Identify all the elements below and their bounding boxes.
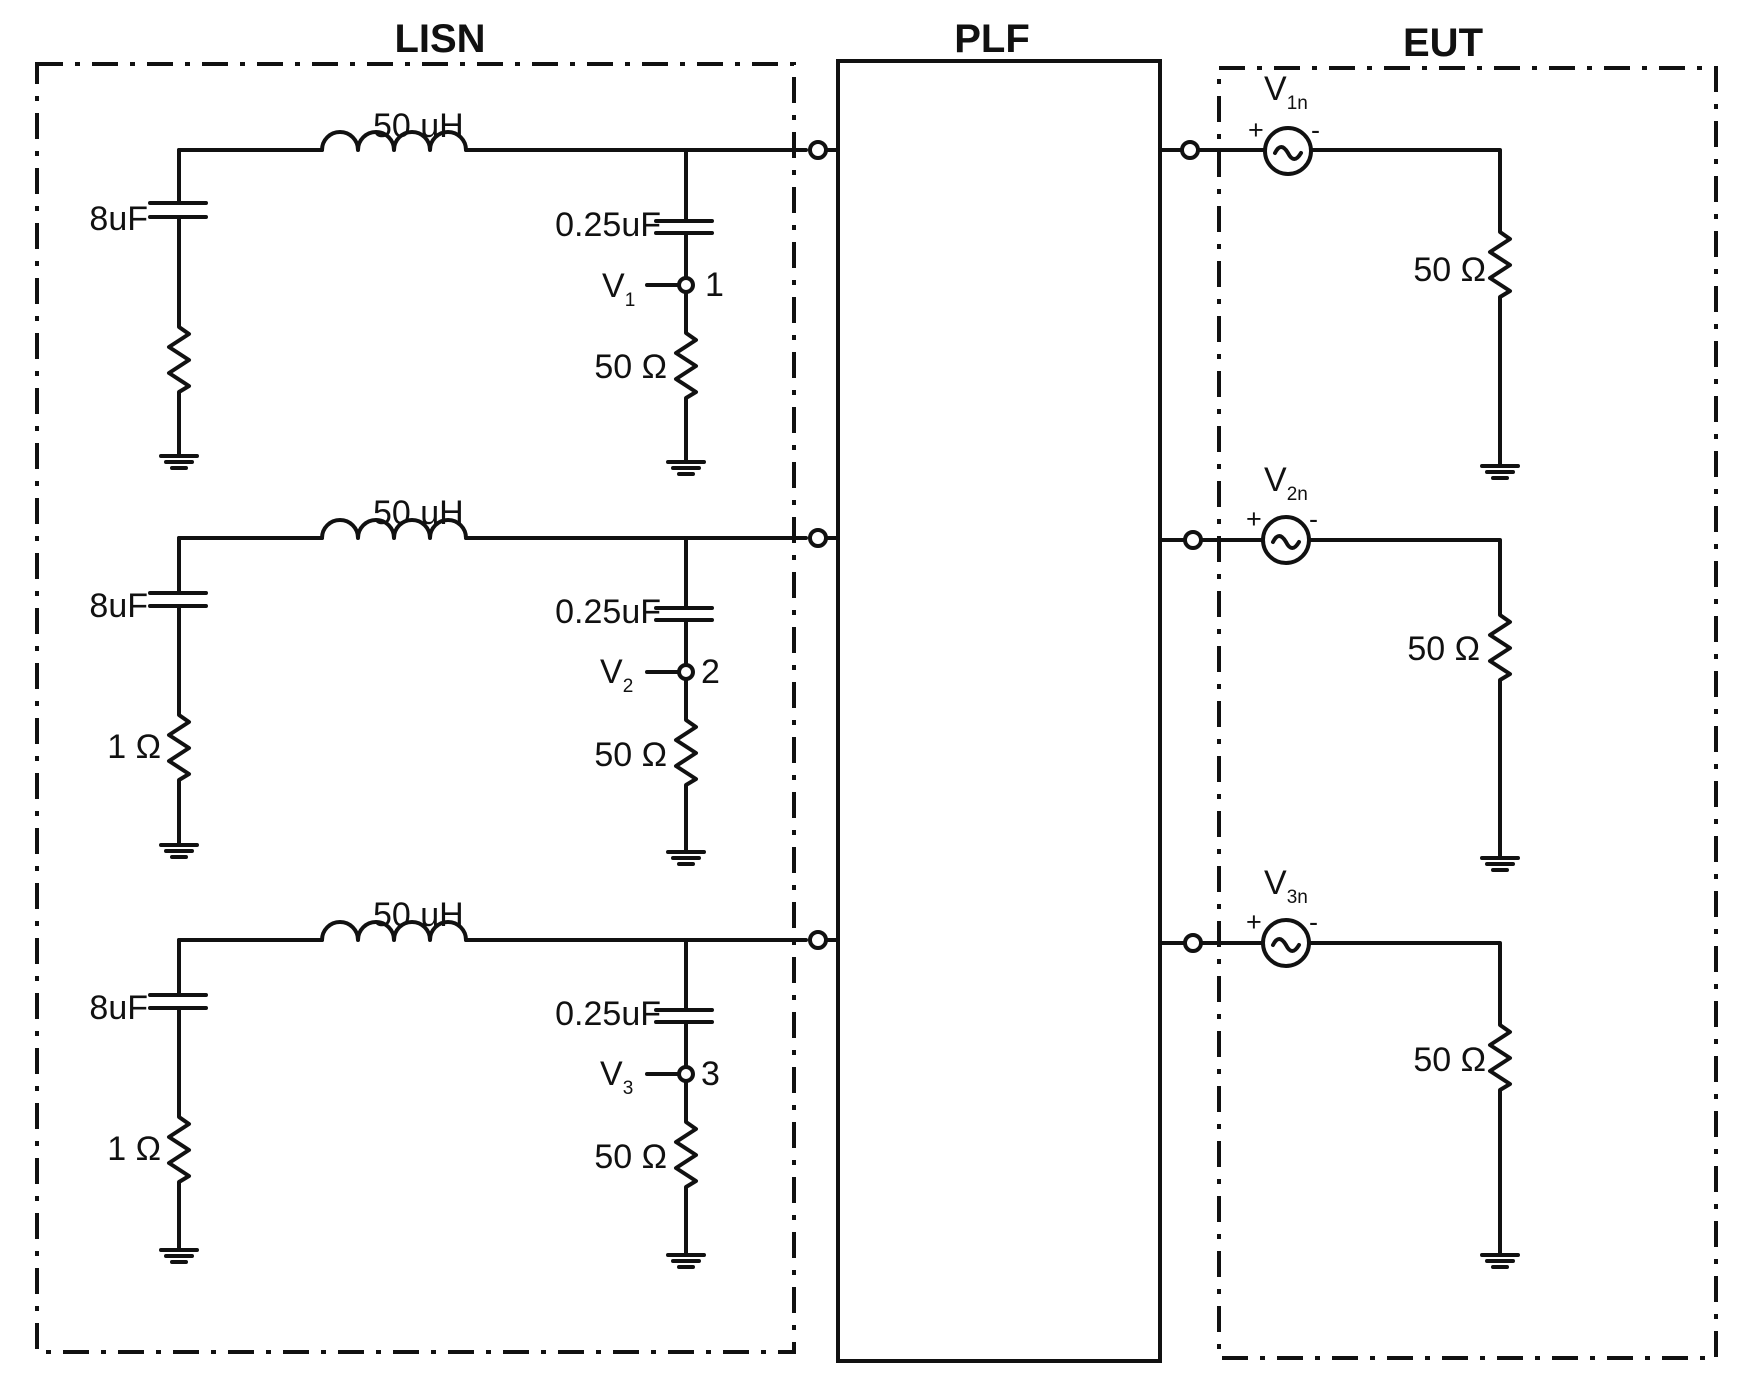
terminal-node (808, 140, 828, 160)
voltage-label: V1 (602, 267, 635, 311)
resistor-label: 50 Ω (594, 1138, 667, 1176)
sine-icon (1271, 534, 1301, 550)
capacitor-label: 8uF (89, 587, 148, 625)
sine-icon (1271, 937, 1301, 953)
measure-node (677, 276, 695, 294)
resistor-label: 50 Ω (1407, 630, 1480, 668)
measure-leg (654, 536, 714, 854)
terminal-node (1180, 140, 1200, 160)
measure-leg (654, 938, 714, 1257)
sine-icon (1273, 145, 1303, 161)
eut-enclosure (1217, 66, 1718, 1360)
node-number: 1 (705, 266, 724, 304)
measure-node (677, 663, 695, 681)
minus-sign: - (1309, 907, 1318, 937)
inductor-symbol (320, 130, 468, 152)
ground-icon (159, 1248, 199, 1264)
voltage-subscript: 2 (623, 676, 634, 697)
terminal-node (1183, 933, 1203, 953)
voltage-main: V (1264, 461, 1287, 499)
voltage-subscript: 1n (1287, 93, 1308, 114)
plf-title: PLF (954, 17, 1030, 61)
voltage-subscript: 3 (623, 1078, 634, 1099)
plus-sign: + (1248, 115, 1264, 145)
terminal-node (1183, 530, 1203, 550)
plf-output-stubs (1158, 148, 1187, 945)
source-label: V1n (1264, 70, 1308, 114)
lisn-title: LISN (394, 17, 485, 61)
resistor-label: 50 Ω (1413, 251, 1486, 289)
eut-branch-3: V3n + - 50 Ω (1183, 864, 1520, 1269)
measure-leg (654, 148, 714, 464)
voltage-label: V2 (600, 653, 633, 697)
ground-icon (159, 843, 199, 859)
capacitor-label: 8uF (89, 200, 148, 238)
voltage-main: V (1264, 864, 1287, 902)
ground-icon (666, 460, 706, 476)
voltage-subscript: 3n (1287, 887, 1308, 908)
capacitor-label: 8uF (89, 989, 148, 1027)
source-label: V2n (1264, 461, 1308, 505)
eut-title: EUT (1403, 21, 1483, 65)
load-wire (1309, 148, 1512, 468)
eut-branch-1: V1n + - 50 Ω (1180, 70, 1520, 480)
voltage-subscript: 1 (625, 290, 636, 311)
lisn-branch-2: 50 uH 8uF 0.25uF V2 2 1 Ω 50 Ω (89, 494, 828, 866)
terminal-node (808, 930, 828, 950)
inductor-label: 50 uH (373, 494, 464, 532)
node-number: 3 (701, 1055, 720, 1093)
plf-block (836, 59, 1162, 1363)
cap-resistor-leg (148, 148, 208, 458)
resistor-label: 1 Ω (107, 1130, 161, 1168)
terminal-node (808, 528, 828, 548)
ground-icon (159, 454, 199, 470)
resistor-label: 1 Ω (107, 728, 161, 766)
cap-resistor-leg (148, 536, 208, 847)
resistor-label: 50 Ω (1413, 1041, 1486, 1079)
lisn-enclosure (35, 62, 796, 1354)
node-number: 2 (701, 653, 720, 691)
resistor-label: 50 Ω (594, 736, 667, 774)
capacitor-label: 0.25uF (555, 995, 661, 1033)
capacitor-label: 0.25uF (555, 593, 661, 631)
voltage-main: V (1264, 70, 1287, 108)
lisn-branch-1: 50 uH 8uF 0.25uF V1 1 50 Ω (89, 107, 828, 476)
plus-sign: + (1246, 907, 1262, 937)
plus-sign: + (1246, 504, 1262, 534)
load-wire (1307, 538, 1512, 860)
minus-sign: - (1311, 115, 1320, 145)
plf-input-stubs (824, 148, 840, 942)
inductor-symbol (320, 518, 468, 540)
ground-icon (1480, 856, 1520, 872)
inductor-symbol (320, 920, 468, 942)
measure-node (677, 1065, 695, 1083)
load-wire (1307, 941, 1512, 1257)
resistor-label: 50 Ω (594, 348, 667, 386)
ground-icon (666, 1253, 706, 1269)
voltage-main: V (600, 653, 623, 691)
cap-resistor-leg (148, 938, 208, 1252)
source-label: V3n (1264, 864, 1308, 908)
ground-icon (1480, 464, 1520, 480)
ground-icon (1480, 1253, 1520, 1269)
minus-sign: - (1309, 504, 1318, 534)
inductor-label: 50 uH (373, 107, 464, 145)
voltage-main: V (600, 1055, 623, 1093)
inductor-label: 50 uH (373, 896, 464, 934)
voltage-subscript: 2n (1287, 484, 1308, 505)
eut-branch-2: V2n + - 50 Ω (1183, 461, 1520, 872)
voltage-label: V3 (600, 1055, 633, 1099)
ground-icon (666, 850, 706, 866)
lisn-branch-3: 50 uH 8uF 0.25uF V3 3 1 Ω 50 Ω (89, 896, 828, 1269)
capacitor-label: 0.25uF (555, 206, 661, 244)
voltage-main: V (602, 267, 625, 305)
